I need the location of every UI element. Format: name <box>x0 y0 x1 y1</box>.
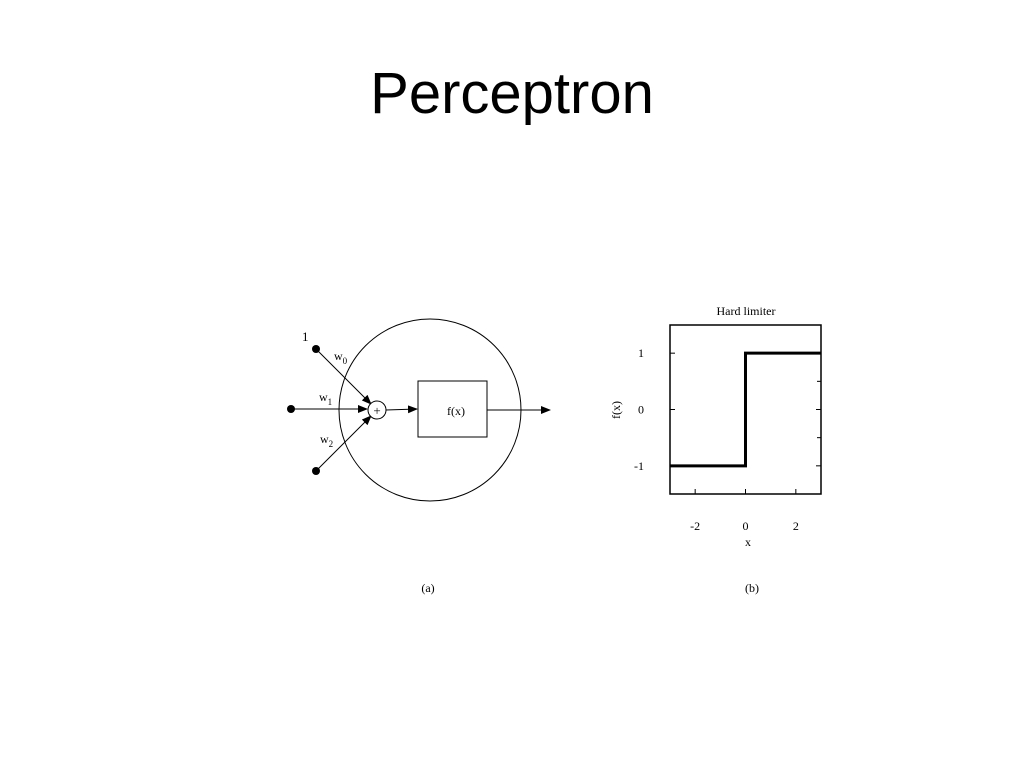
x-tick-label-0: -2 <box>690 519 700 533</box>
weight-label-2: w2 <box>320 432 333 449</box>
chart-title: Hard limiter <box>717 304 776 318</box>
y-tick-label-1: 0 <box>638 403 644 417</box>
x-tick-label-2: 2 <box>793 519 799 533</box>
slide-title: Perceptron <box>370 61 654 126</box>
series-line-0 <box>670 351 821 468</box>
weight-label-1: w1 <box>319 390 332 407</box>
sum-to-function-edge <box>385 405 418 414</box>
perceptron-diagram: 1 w0 w1 w2 + f(x) (a) <box>287 318 551 595</box>
activation-function-label: f(x) <box>447 404 465 418</box>
activation-function-box <box>417 380 488 438</box>
input-label-0: 1 <box>302 329 309 344</box>
y-tick-label-2: -1 <box>634 459 644 473</box>
y-tick-label-0: 1 <box>638 346 644 360</box>
caption-b: (b) <box>745 581 759 595</box>
x-axis-label: x <box>745 535 751 549</box>
y-axis-label: f(x) <box>609 401 623 419</box>
x-tick-label-1: 0 <box>743 519 749 533</box>
input-edge-0 <box>315 348 372 405</box>
input-edge-2 <box>315 415 372 472</box>
hard-limiter-chart: Hard limiter 1 0 -1 -2 0 2 f(x) x (b) <box>609 304 822 595</box>
weight-label-0: w0 <box>334 349 348 366</box>
summation-symbol: + <box>373 403 380 418</box>
caption-a: (a) <box>421 581 434 595</box>
